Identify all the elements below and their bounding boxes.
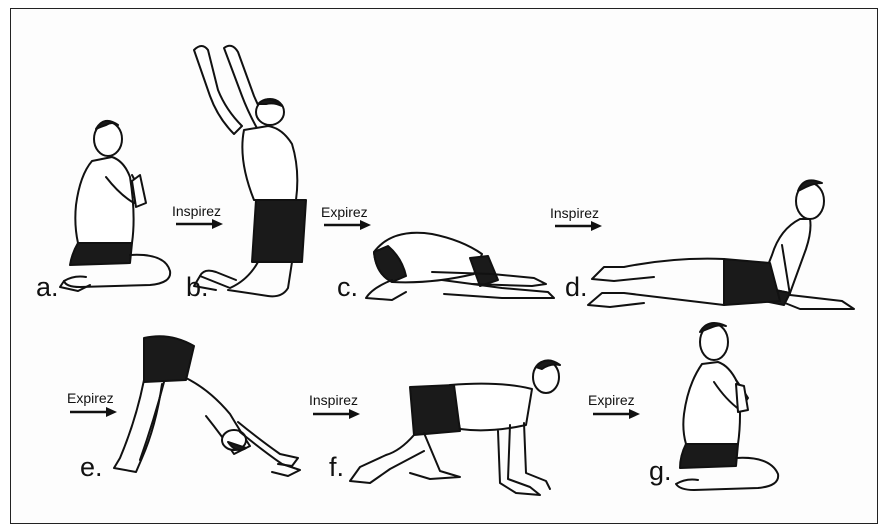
pose-g-kneeling-prayer-figure: [674, 318, 794, 500]
step-label-g: g.: [649, 456, 672, 487]
transition-label-4: Expirez: [67, 390, 114, 406]
pose-b-kneeling-arms-raised-figure: [188, 40, 318, 302]
pose-e-downward-dog-figure: [110, 330, 310, 480]
step-label-e: e.: [80, 452, 103, 483]
step-label-a: a.: [36, 272, 59, 303]
pose-d-cobra-figure: [584, 175, 864, 335]
pose-c-child-pose-figure: [362, 222, 562, 304]
transition-label-6: Expirez: [588, 392, 635, 408]
step-label-c: c.: [337, 272, 358, 303]
pose-f-table-top-figure: [350, 355, 570, 495]
transition-label-2: Expirez: [321, 204, 368, 220]
pose-a-kneeling-prayer-figure: [60, 115, 180, 300]
step-label-f: f.: [329, 452, 344, 483]
transition-arrow-6-icon: [593, 408, 641, 420]
